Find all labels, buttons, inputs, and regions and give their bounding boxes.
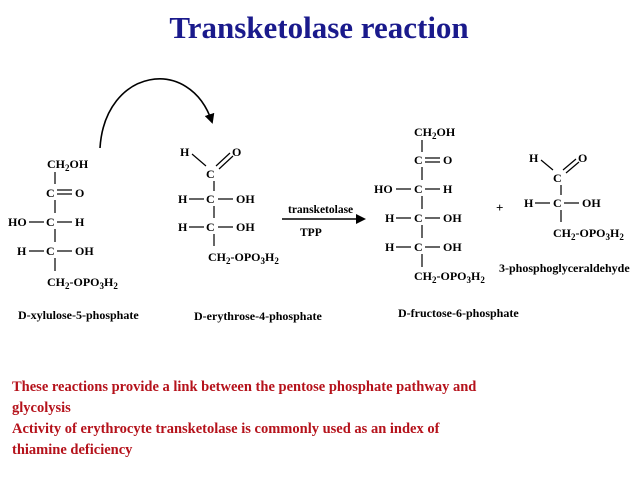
xylulose-structure: CH2OH C O C HO H C H OH CH2-OPO3H2 D-xyl… — [8, 157, 139, 322]
glyceraldehyde-c2: C — [553, 196, 562, 210]
fructose-bottom-group: CH2-OPO3H2 — [414, 269, 485, 285]
xylulose-top-group: CH2OH — [47, 157, 89, 173]
fructose-row2-right: H — [443, 182, 453, 196]
bond — [215, 152, 231, 167]
fructose-top-group: CH2OH — [414, 125, 456, 141]
note-line: glycolysis — [12, 400, 71, 416]
erythrose-c2: C — [206, 192, 215, 206]
erythrose-c1: C — [206, 167, 215, 181]
note-line: thiamine deficiency — [12, 442, 133, 458]
glyceraldehyde-name: 3-phosphoglyceraldehyde — [499, 261, 630, 275]
fructose-structure: CH2OH C O C HO H C H OH C H OH CH2-OP — [374, 125, 519, 320]
xylulose-row3-right: OH — [75, 244, 94, 258]
erythrose-aldehyde-o: O — [232, 145, 241, 159]
xylulose-row3-left: H — [17, 244, 27, 258]
notes: These reactions provide a link between t… — [12, 377, 632, 461]
bond — [191, 153, 207, 167]
glyceraldehyde-row1-right: OH — [582, 196, 601, 210]
erythrose-row1-right: OH — [236, 192, 255, 206]
note-line: Activity of erythrocyte transketolase is… — [12, 421, 440, 437]
note-line: These reactions provide a link between t… — [12, 379, 477, 395]
glyceraldehyde-row1-left: H — [524, 196, 534, 210]
xylulose-row2-left: HO — [8, 215, 27, 229]
enzyme-label: transketolase — [288, 204, 353, 216]
erythrose-c3: C — [206, 220, 215, 234]
fructose-c4: C — [414, 211, 423, 225]
erythrose-aldehyde-h: H — [180, 145, 190, 159]
bond — [540, 159, 554, 171]
erythrose-bottom-group: CH2-OPO3H2 — [208, 250, 279, 266]
glyceraldehyde-aldehyde-h: H — [529, 151, 539, 165]
fructose-row3-left: H — [385, 211, 395, 225]
glyceraldehyde-c1: C — [553, 171, 562, 185]
erythrose-name: D-erythrose-4-phosphate — [194, 309, 322, 323]
xylulose-name: D-xylulose-5-phosphate — [18, 308, 139, 322]
fructose-name: D-fructose-6-phosphate — [398, 306, 519, 320]
fructose-row4-left: H — [385, 240, 395, 254]
xylulose-bottom-group: CH2-OPO3H2 — [47, 275, 118, 291]
fructose-c3: C — [414, 182, 423, 196]
reaction-arrow: transketolase TPP — [282, 204, 366, 239]
fructose-carbonyl-o: O — [443, 153, 452, 167]
bond — [565, 161, 580, 174]
xylulose-carbonyl-o: O — [75, 186, 84, 200]
bond — [218, 155, 234, 170]
fructose-row2-left: HO — [374, 182, 393, 196]
erythrose-row2-left: H — [178, 220, 188, 234]
xylulose-c4: C — [46, 244, 55, 258]
glyceraldehyde-structure: H O C C H OH CH2-OPO3H2 3-phosphoglycera… — [499, 151, 630, 275]
transfer-arrow — [99, 78, 215, 149]
plus-sign: + — [496, 200, 503, 215]
reaction-diagram: CH2OH C O C HO H C H OH CH2-OPO3H2 D-xyl… — [8, 78, 630, 323]
glyceraldehyde-aldehyde-o: O — [578, 151, 587, 165]
xylulose-c3: C — [46, 215, 55, 229]
glyceraldehyde-bottom-group: CH2-OPO3H2 — [553, 226, 624, 242]
erythrose-row1-left: H — [178, 192, 188, 206]
fructose-row4-right: OH — [443, 240, 462, 254]
bond — [562, 158, 577, 171]
erythrose-structure: H O C C H OH C H OH CH2-OPO3H2 D-erythro… — [178, 145, 322, 323]
slide-title: Transketolase reaction — [169, 10, 469, 45]
erythrose-row2-right: OH — [236, 220, 255, 234]
fructose-c5: C — [414, 240, 423, 254]
xylulose-row2-right: H — [75, 215, 85, 229]
fructose-c2: C — [414, 153, 423, 167]
fructose-row3-right: OH — [443, 211, 462, 225]
cofactor-label: TPP — [300, 227, 322, 239]
xylulose-c2: C — [46, 186, 55, 200]
